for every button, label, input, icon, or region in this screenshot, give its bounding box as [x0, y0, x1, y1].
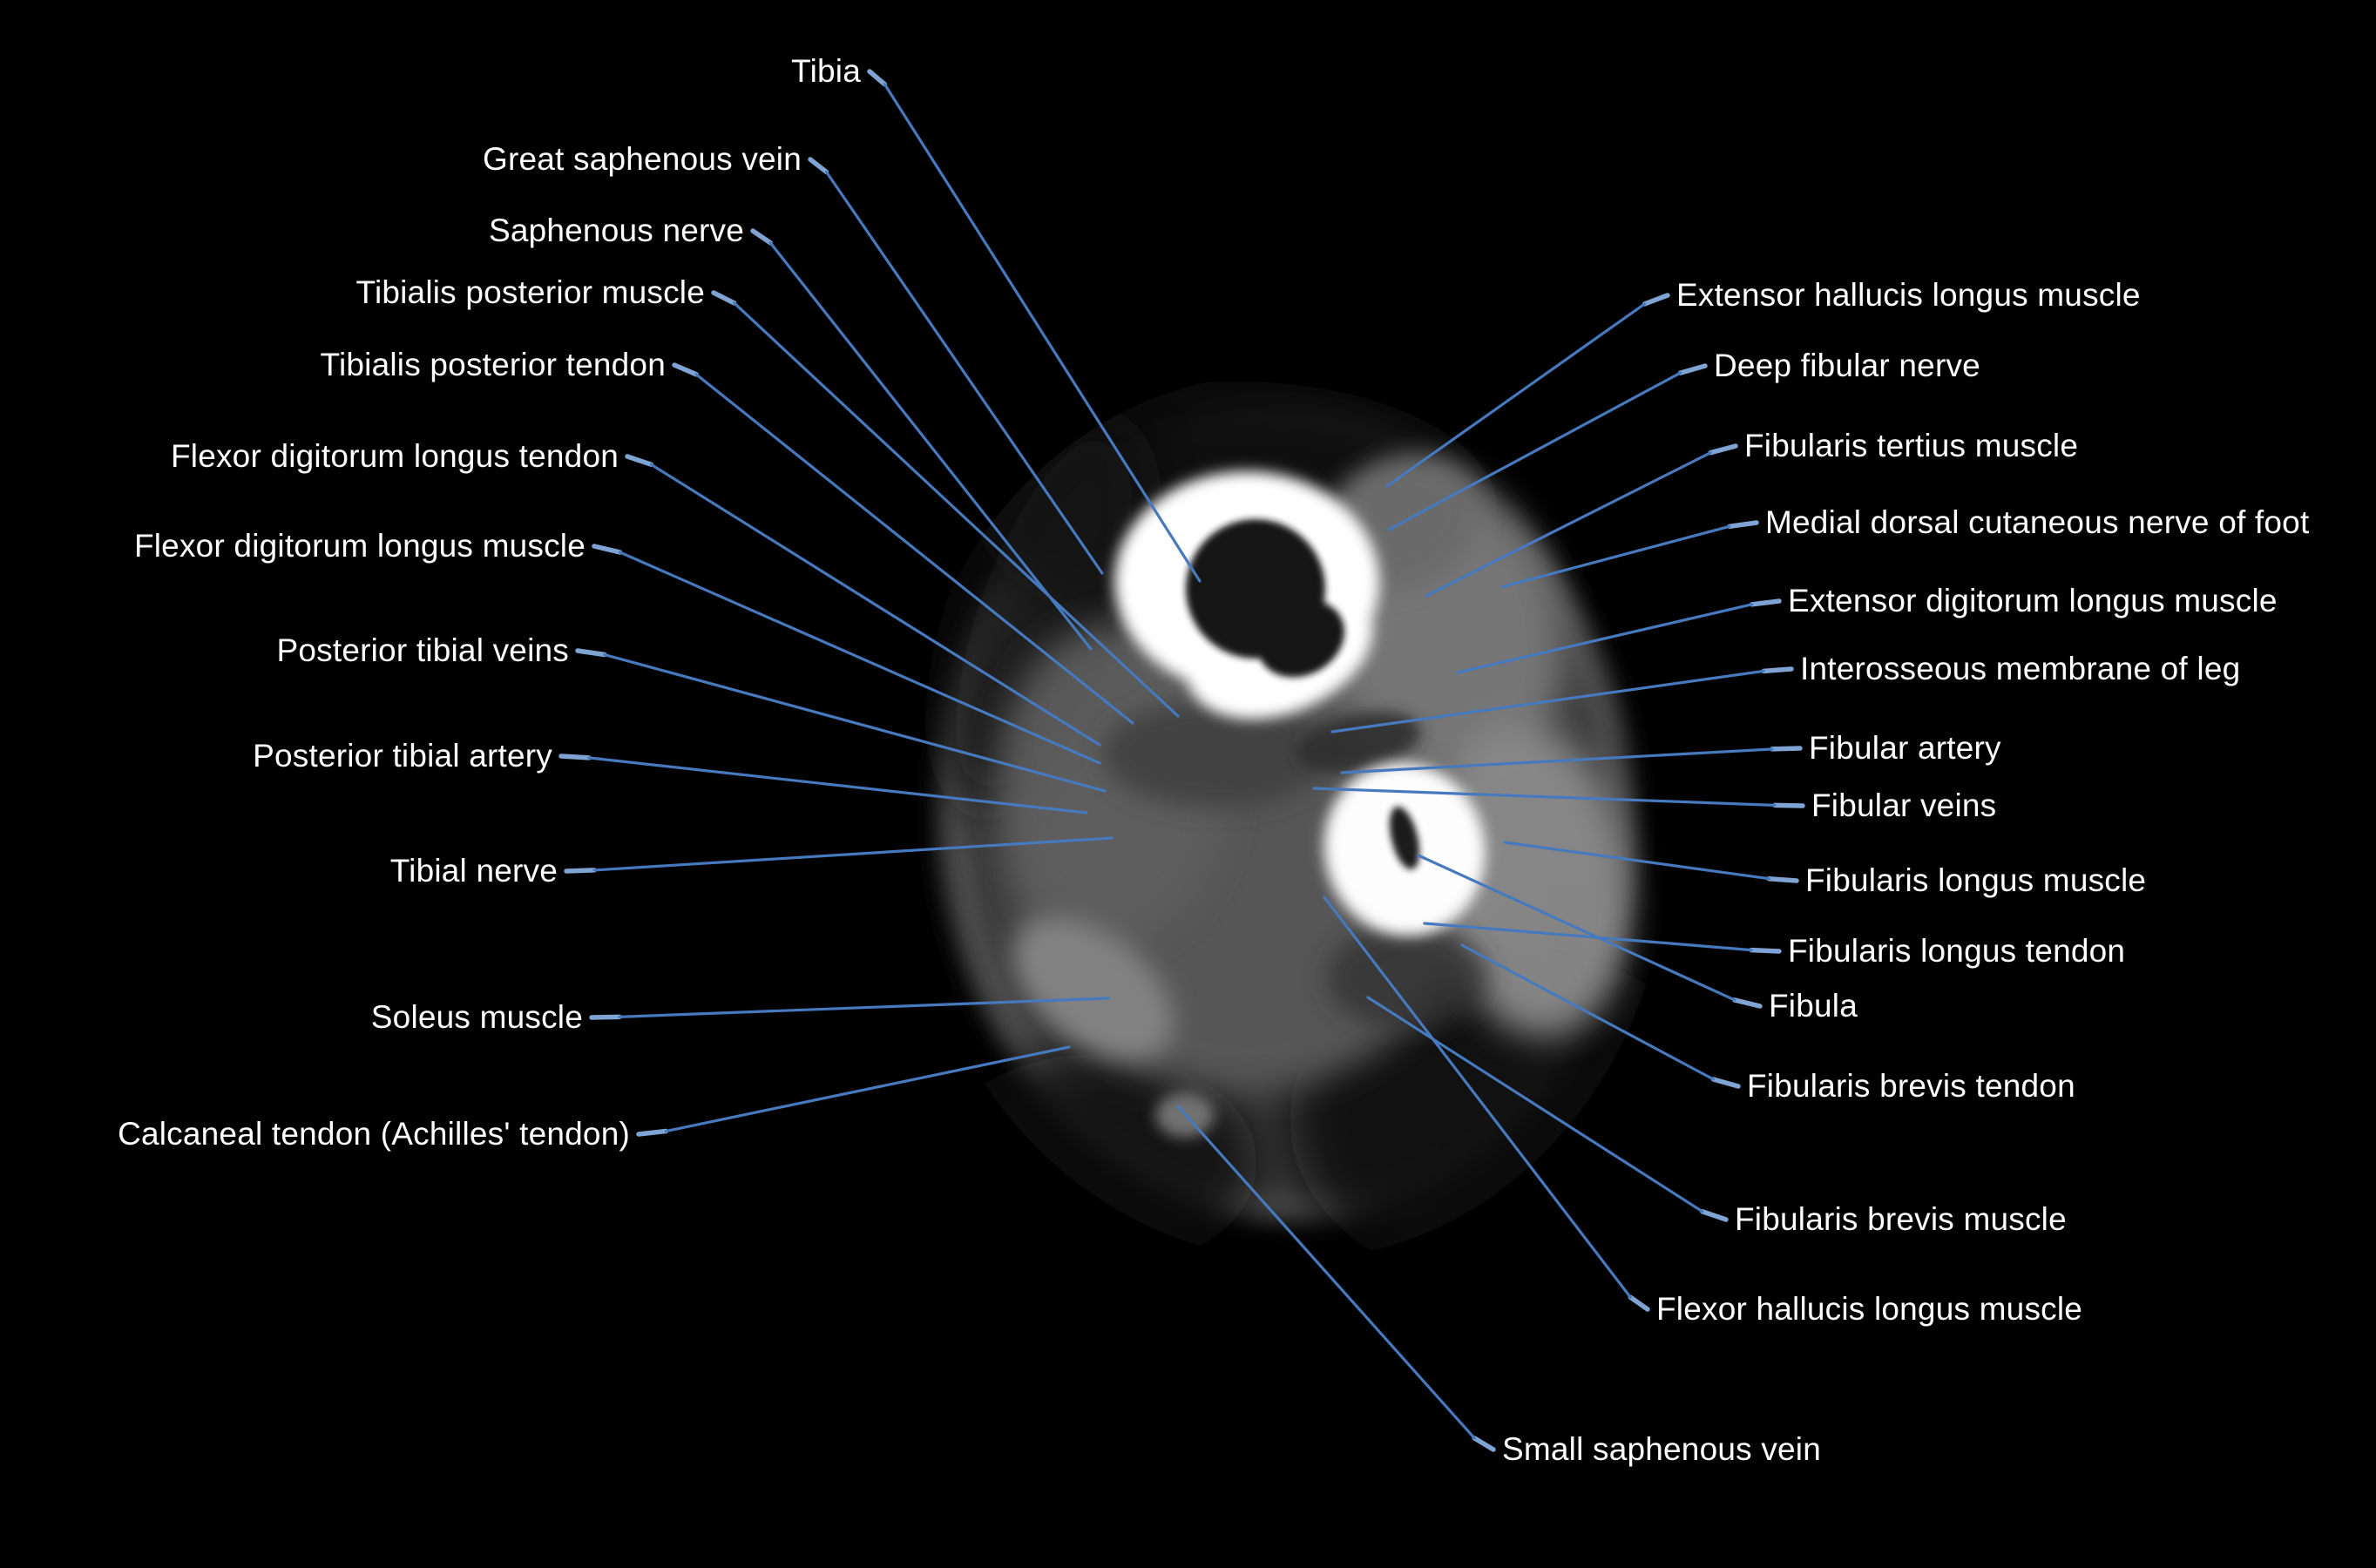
leader-line: [603, 652, 1107, 793]
leader-tick: [1472, 1436, 1496, 1452]
leader-tick: [625, 454, 654, 467]
leader-line: [694, 373, 1134, 725]
leader-tick: [1727, 520, 1759, 530]
leader-tick: [1731, 997, 1763, 1009]
leader-line: [1503, 841, 1770, 881]
leader-line: [1460, 943, 1716, 1081]
leader-tick: [564, 868, 597, 874]
tibia-marrow: [1186, 519, 1344, 678]
leader-line: [1456, 603, 1754, 674]
leader-tick: [1772, 802, 1805, 808]
leader-line: [733, 301, 1180, 718]
leader-line: [649, 463, 1101, 747]
leader-tick: [1710, 1077, 1741, 1089]
leader-tick: [1708, 443, 1738, 456]
leader-lines: [558, 69, 1805, 1452]
leader-line: [618, 997, 1110, 1018]
leader-tick: [1628, 1294, 1650, 1312]
leader-line: [1176, 1105, 1476, 1440]
leader-tick: [1750, 598, 1782, 607]
leader-line: [1330, 669, 1765, 733]
leader-line: [1385, 302, 1647, 488]
leader-line: [768, 241, 1093, 651]
leader-tick: [575, 648, 607, 658]
leader-tick: [1766, 875, 1799, 883]
leader-tick: [867, 69, 888, 87]
leader-tick: [1642, 293, 1670, 307]
deep-dark-patch: [1102, 700, 1329, 808]
leader-tick: [558, 754, 592, 760]
leader-line: [1417, 854, 1736, 1002]
leader-tick: [672, 362, 699, 377]
retro-fibular-dark: [1327, 925, 1487, 1030]
leader-line: [1340, 747, 1774, 774]
leader-line: [1425, 451, 1712, 598]
leader-line: [1323, 896, 1632, 1299]
leader-line: [883, 83, 1202, 583]
dark-band-medial: [940, 419, 1147, 809]
leader-line: [618, 551, 1101, 765]
fibula-marrow: [1389, 806, 1420, 870]
dark-band-bottom-left: [935, 1054, 1257, 1272]
leader-line: [664, 1045, 1071, 1133]
leader-tick: [808, 157, 829, 175]
leader-line: [1423, 922, 1753, 952]
leader-tick: [636, 1128, 669, 1137]
leader-tick: [1761, 666, 1794, 674]
leader-line: [1499, 524, 1731, 589]
ct-scan-image: [935, 382, 1709, 1289]
leader-tick: [1700, 1208, 1729, 1222]
leader-tick: [1677, 363, 1708, 375]
soleus-region: [1013, 917, 1174, 1060]
leader-line: [592, 836, 1114, 872]
leader-line: [1387, 371, 1682, 531]
leader-tick: [1770, 746, 1803, 752]
leader-line: [1312, 787, 1777, 807]
leader-tick: [1749, 947, 1782, 954]
leader-line: [824, 170, 1104, 575]
leader-line: [1366, 996, 1704, 1213]
interosseous-gap: [1297, 712, 1421, 773]
leader-tick: [592, 544, 623, 555]
leader-line: [587, 756, 1088, 814]
leader-tick: [750, 228, 773, 246]
leader-tick: [711, 290, 737, 306]
